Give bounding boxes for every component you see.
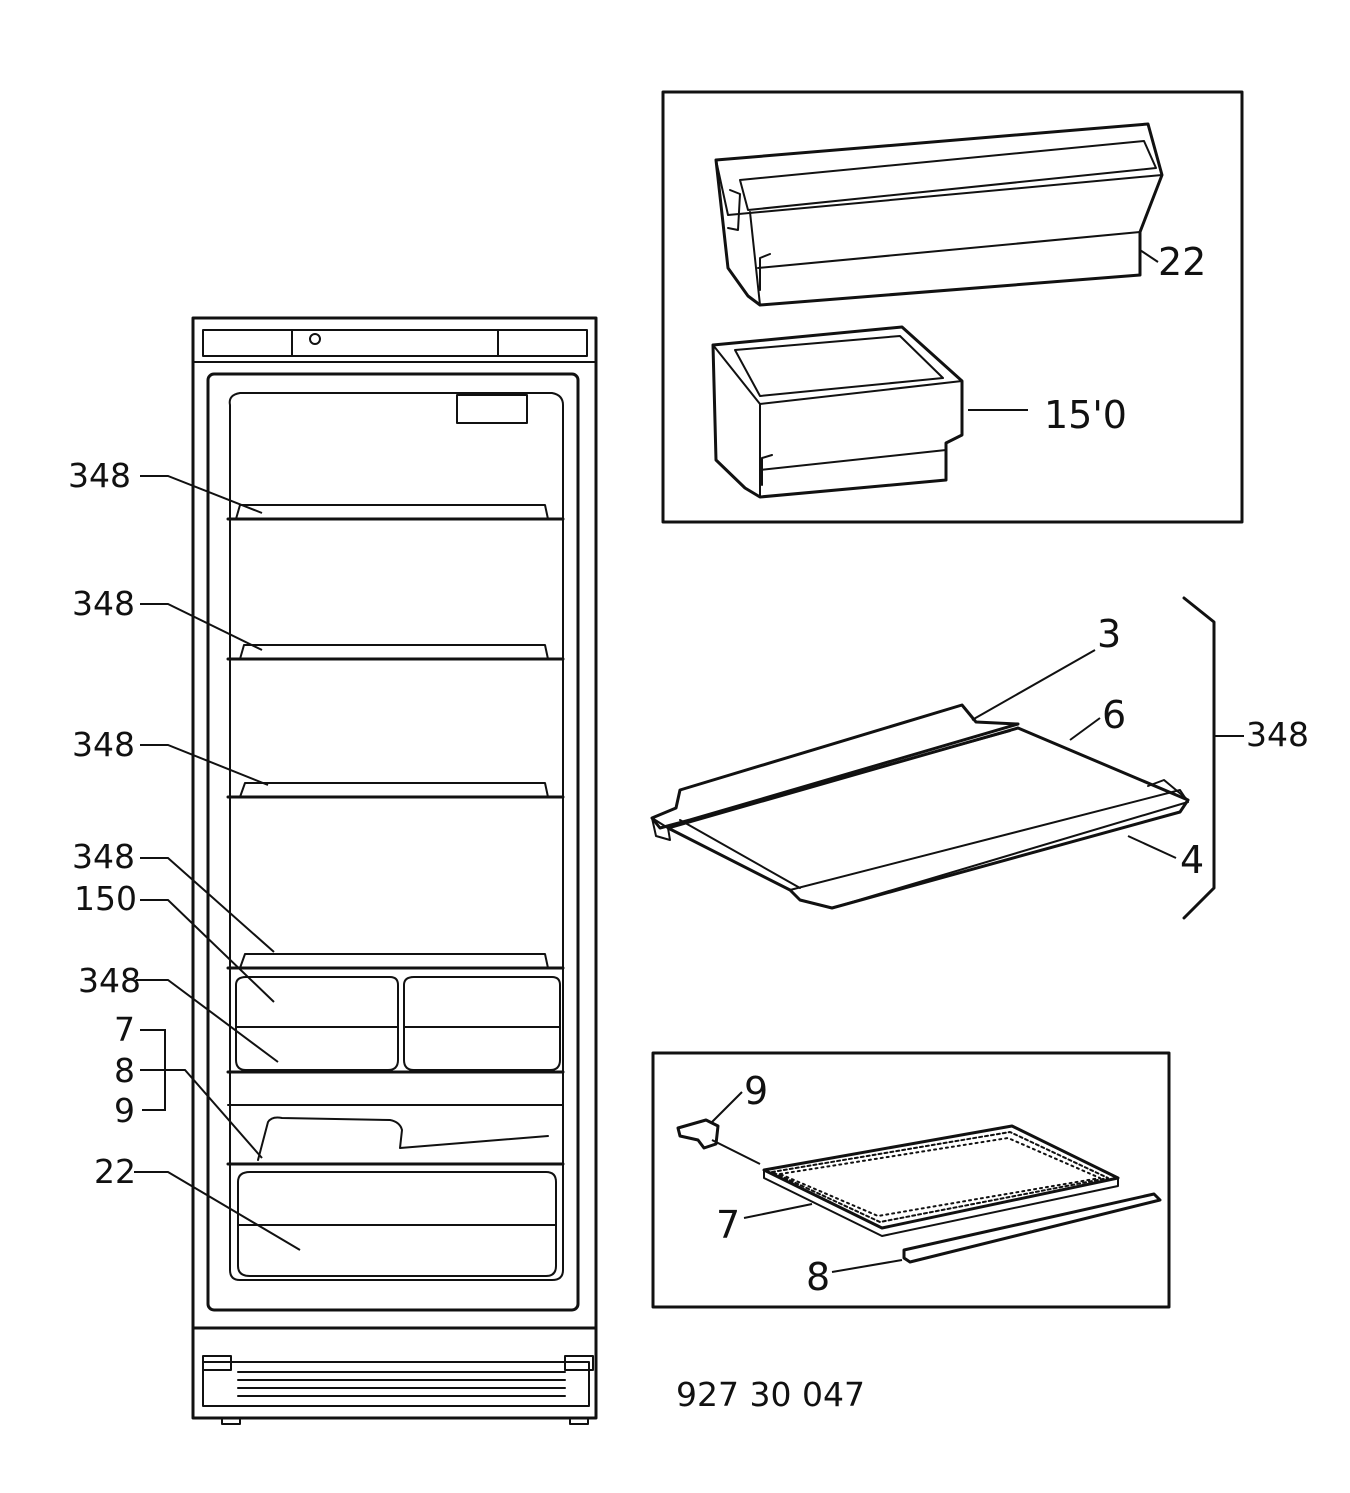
- shelf-detail: [650, 596, 1244, 920]
- large-container: [714, 122, 1164, 307]
- label-bracket-8: 8: [114, 1051, 135, 1090]
- label-bracket-9: 9: [114, 1091, 135, 1130]
- label-shelf-2: 348: [72, 584, 135, 623]
- label-shelf-5: 348: [78, 961, 141, 1000]
- label-clip: 9: [744, 1069, 768, 1113]
- refrigerator-cabinet: [191, 316, 598, 1425]
- label-shelf-3: 348: [72, 725, 135, 764]
- label-shelf-4: 348: [72, 837, 135, 876]
- small-container: [711, 325, 964, 499]
- label-bottom-drawer: 22: [94, 1152, 136, 1191]
- label-shelf-assembly: 348: [1246, 715, 1309, 754]
- label-large-container: 22: [1158, 240, 1206, 284]
- label-strip: 8: [806, 1255, 830, 1299]
- label-grid-plate: 7: [716, 1203, 740, 1247]
- container-panel: [661, 90, 1244, 524]
- label-drawer: 150: [74, 879, 137, 918]
- label-bracket-7: 7: [114, 1010, 135, 1049]
- cover-panel: [651, 1051, 1171, 1309]
- part-number: 927 30 047: [676, 1375, 865, 1414]
- label-shelf-1: 348: [68, 456, 131, 495]
- label-front-trim: 4: [1180, 838, 1204, 882]
- label-rear-trim: 3: [1097, 612, 1121, 656]
- label-small-container: 15'0: [1044, 393, 1127, 437]
- label-glass: 6: [1102, 693, 1126, 737]
- fridge-leader-lines: [134, 475, 301, 1251]
